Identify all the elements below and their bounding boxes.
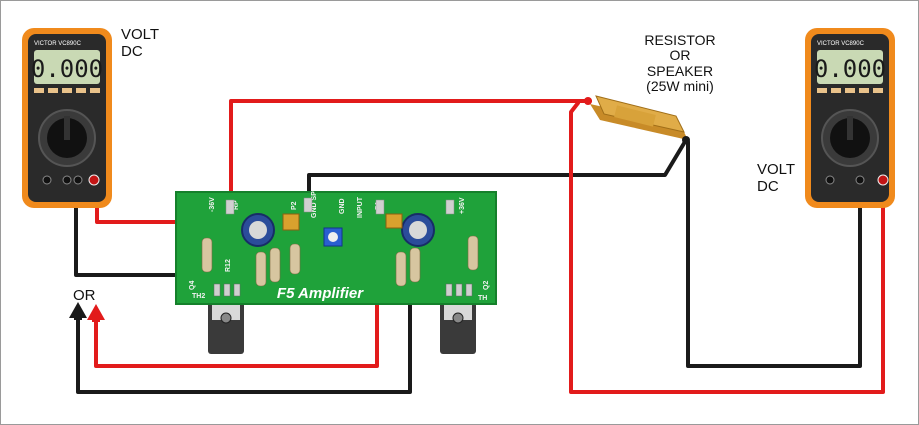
transistor-right: [440, 298, 476, 354]
meter-brand: VICTOR VC890C: [34, 41, 82, 47]
multimeter-left: VICTOR VC890C 0.000: [22, 28, 112, 208]
volt-dc-label-right: VOLT DC: [757, 161, 796, 195]
pcb-board: -36V RP P2 GND SP GND INPUT P1 +36V Q4 T…: [175, 191, 497, 305]
red-arrow-head: [87, 304, 105, 320]
silk-gnd: GND: [339, 198, 346, 214]
volt-dc-label-left: VOLT DC: [121, 26, 160, 60]
or-text: OR: [669, 47, 691, 64]
resistor-speaker-label: RESISTOR OR SPEAKER (25W mini): [630, 32, 730, 95]
meter-brand: VICTOR VC890C: [817, 41, 865, 47]
capacitor-left: [241, 213, 275, 247]
silk-gnd-sp: GND SP: [311, 191, 318, 218]
power-resistor: [584, 95, 690, 144]
jack-20a: [825, 175, 835, 185]
multimeter-right: VICTOR VC890C 0.000: [805, 28, 895, 208]
meter-display: 0.000: [814, 55, 886, 83]
silk-q2: Q2: [483, 281, 490, 290]
black-arrow-head: [69, 302, 87, 318]
silk-th2: TH2: [192, 293, 205, 300]
wattage-text: (25W mini): [646, 78, 714, 95]
capacitor-right: [401, 213, 435, 247]
silk-input: INPUT: [357, 196, 364, 218]
jack-v: [877, 174, 889, 186]
red-wire-top: [229, 99, 592, 214]
jack-com: [855, 175, 865, 185]
jack-20a: [42, 175, 52, 185]
red-wire-right-meter: [569, 101, 885, 394]
trimmer-pot: [323, 227, 343, 247]
silk-q4: Q4: [189, 281, 196, 290]
meter-display: 0.000: [31, 55, 103, 83]
resistor-text: RESISTOR: [644, 32, 716, 48]
dc-text: DC: [757, 177, 779, 195]
jack-com: [62, 175, 72, 185]
transistor-left: [208, 298, 244, 354]
silk-p36v: +36V: [459, 197, 466, 214]
silk-p2: P2: [291, 201, 298, 210]
black-wire-right-meter: [686, 140, 862, 368]
black-wire-gnd-sp: [307, 138, 688, 202]
black-wire-left-meter: [74, 178, 217, 277]
meter-lcd: [817, 50, 883, 84]
meter-lcd: [34, 50, 100, 84]
volt-text: VOLT: [757, 161, 796, 178]
silk-rp: RP: [233, 200, 240, 210]
jack-v: [88, 174, 100, 186]
or-label: OR: [73, 287, 96, 304]
volt-text: VOLT: [121, 26, 160, 43]
silk-th: TH: [478, 295, 487, 302]
silk-m36v: -36V: [209, 197, 216, 212]
dc-text: DC: [121, 42, 143, 60]
wires: [74, 99, 885, 394]
speaker-text: SPEAKER: [646, 62, 714, 79]
board-title: F5 Amplifier: [277, 285, 364, 302]
or-arrows: [69, 302, 105, 322]
silk-r12: R12: [225, 259, 232, 272]
